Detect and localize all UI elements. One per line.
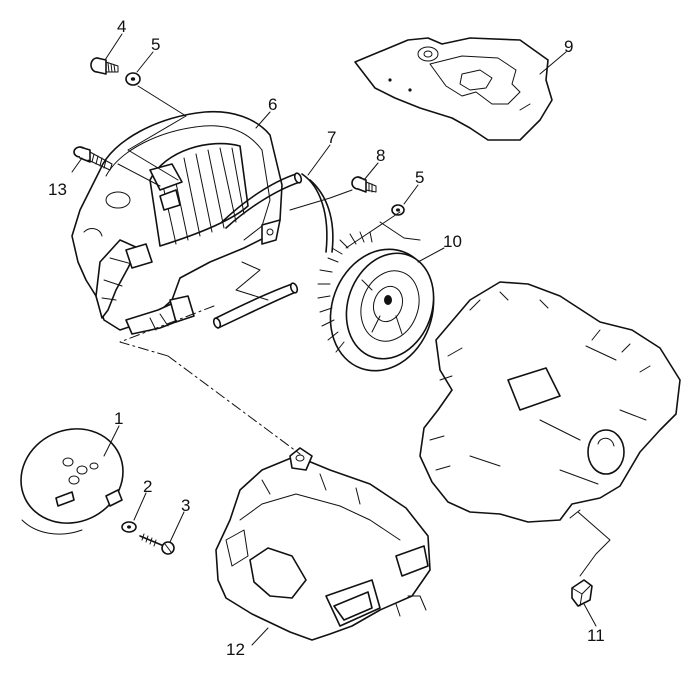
callout-3: 3 [181, 496, 190, 515]
part-5-washer-upper [125, 72, 141, 86]
callout-7: 7 [327, 128, 336, 147]
part-1-gasket [20, 428, 124, 535]
part-5-washer-lower [391, 204, 405, 216]
callout-2: 2 [143, 477, 152, 496]
part-6-fan-housing [71, 110, 283, 335]
part-10-flywheel [317, 231, 435, 372]
part-12-cylinder-cover [215, 447, 431, 641]
callout-13: 13 [48, 180, 67, 199]
callout-1: 1 [114, 409, 123, 428]
part-3-screw [139, 533, 175, 555]
callout-8: 8 [376, 146, 385, 165]
callout-9: 9 [564, 37, 573, 56]
callout-12: 12 [226, 640, 245, 659]
callout-6: 6 [268, 95, 277, 114]
callout-5-upper: 5 [151, 35, 160, 54]
part-11-nut [571, 579, 593, 607]
callout-10: 10 [443, 232, 462, 251]
assembly-lines [117, 85, 611, 577]
part-4-screw [90, 57, 119, 75]
leader-lines [71, 33, 597, 646]
callout-4: 4 [117, 17, 126, 36]
part-8-screw [351, 176, 377, 193]
part-9-shield-plate [354, 37, 553, 141]
callout-5-lower: 5 [415, 168, 424, 187]
part-7-hose [212, 172, 334, 329]
part-2-washer [121, 521, 137, 533]
callout-11: 11 [587, 626, 605, 645]
engine-crankcase [419, 281, 681, 523]
callout-labels: 1 2 3 4 5 5 6 7 8 9 10 11 12 13 [48, 17, 605, 659]
part-13-screw [73, 146, 113, 171]
